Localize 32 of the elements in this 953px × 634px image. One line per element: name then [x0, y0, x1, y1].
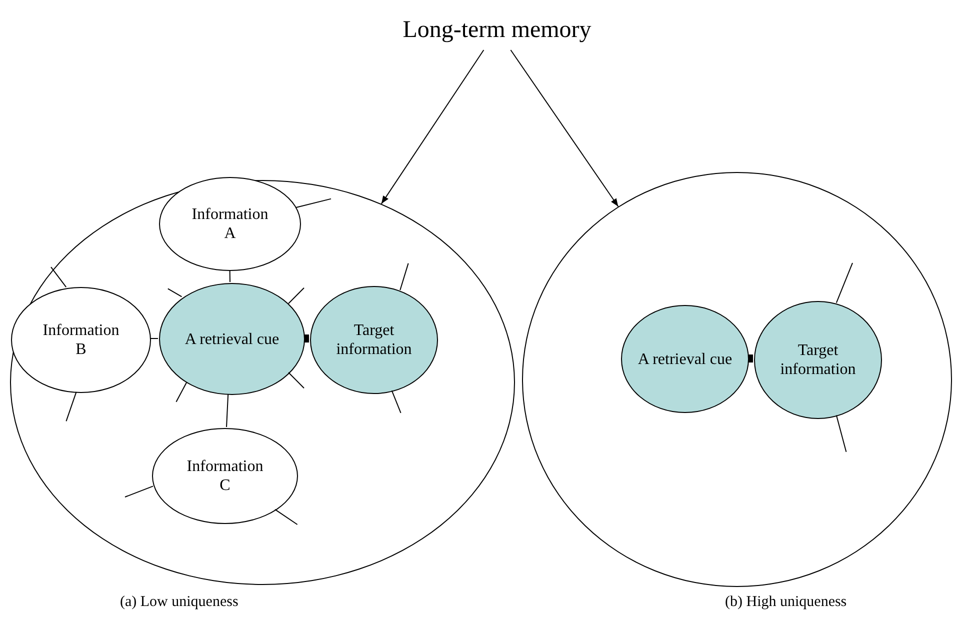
- stub-line: [400, 262, 409, 291]
- stub-line: [288, 372, 304, 389]
- link-bar: [748, 354, 753, 362]
- caption: (a) Low uniqueness: [120, 594, 238, 611]
- memory-circle: [10, 180, 515, 585]
- arrow: [510, 50, 619, 207]
- stub-line: [124, 486, 154, 498]
- node-label: Information C: [186, 457, 264, 495]
- stub-line: [167, 288, 182, 298]
- stub-line: [50, 266, 67, 288]
- stub-line: [176, 382, 188, 402]
- stub-line: [836, 262, 853, 304]
- node-label: Information A: [190, 205, 270, 243]
- node-label: Target information: [779, 341, 857, 379]
- stub-line: [836, 414, 847, 452]
- stub-line: [66, 391, 77, 422]
- heading-text: Long-term memory: [402, 16, 592, 44]
- node-label: A retrieval cue: [184, 330, 280, 348]
- stub-line: [296, 198, 332, 208]
- caption: (b) High uniqueness: [725, 594, 847, 611]
- node-label: A retrieval cue: [636, 350, 734, 368]
- node-label: Target information: [335, 321, 413, 359]
- arrow: [380, 50, 484, 204]
- link-line: [226, 394, 229, 428]
- link-line: [229, 270, 230, 282]
- memory-circle: [522, 172, 952, 587]
- stub-line: [274, 508, 298, 525]
- stub-line: [288, 287, 304, 304]
- stub-line: [391, 390, 402, 414]
- link-bar: [304, 334, 309, 342]
- node-label: Information B: [42, 321, 120, 359]
- link-line: [150, 338, 158, 339]
